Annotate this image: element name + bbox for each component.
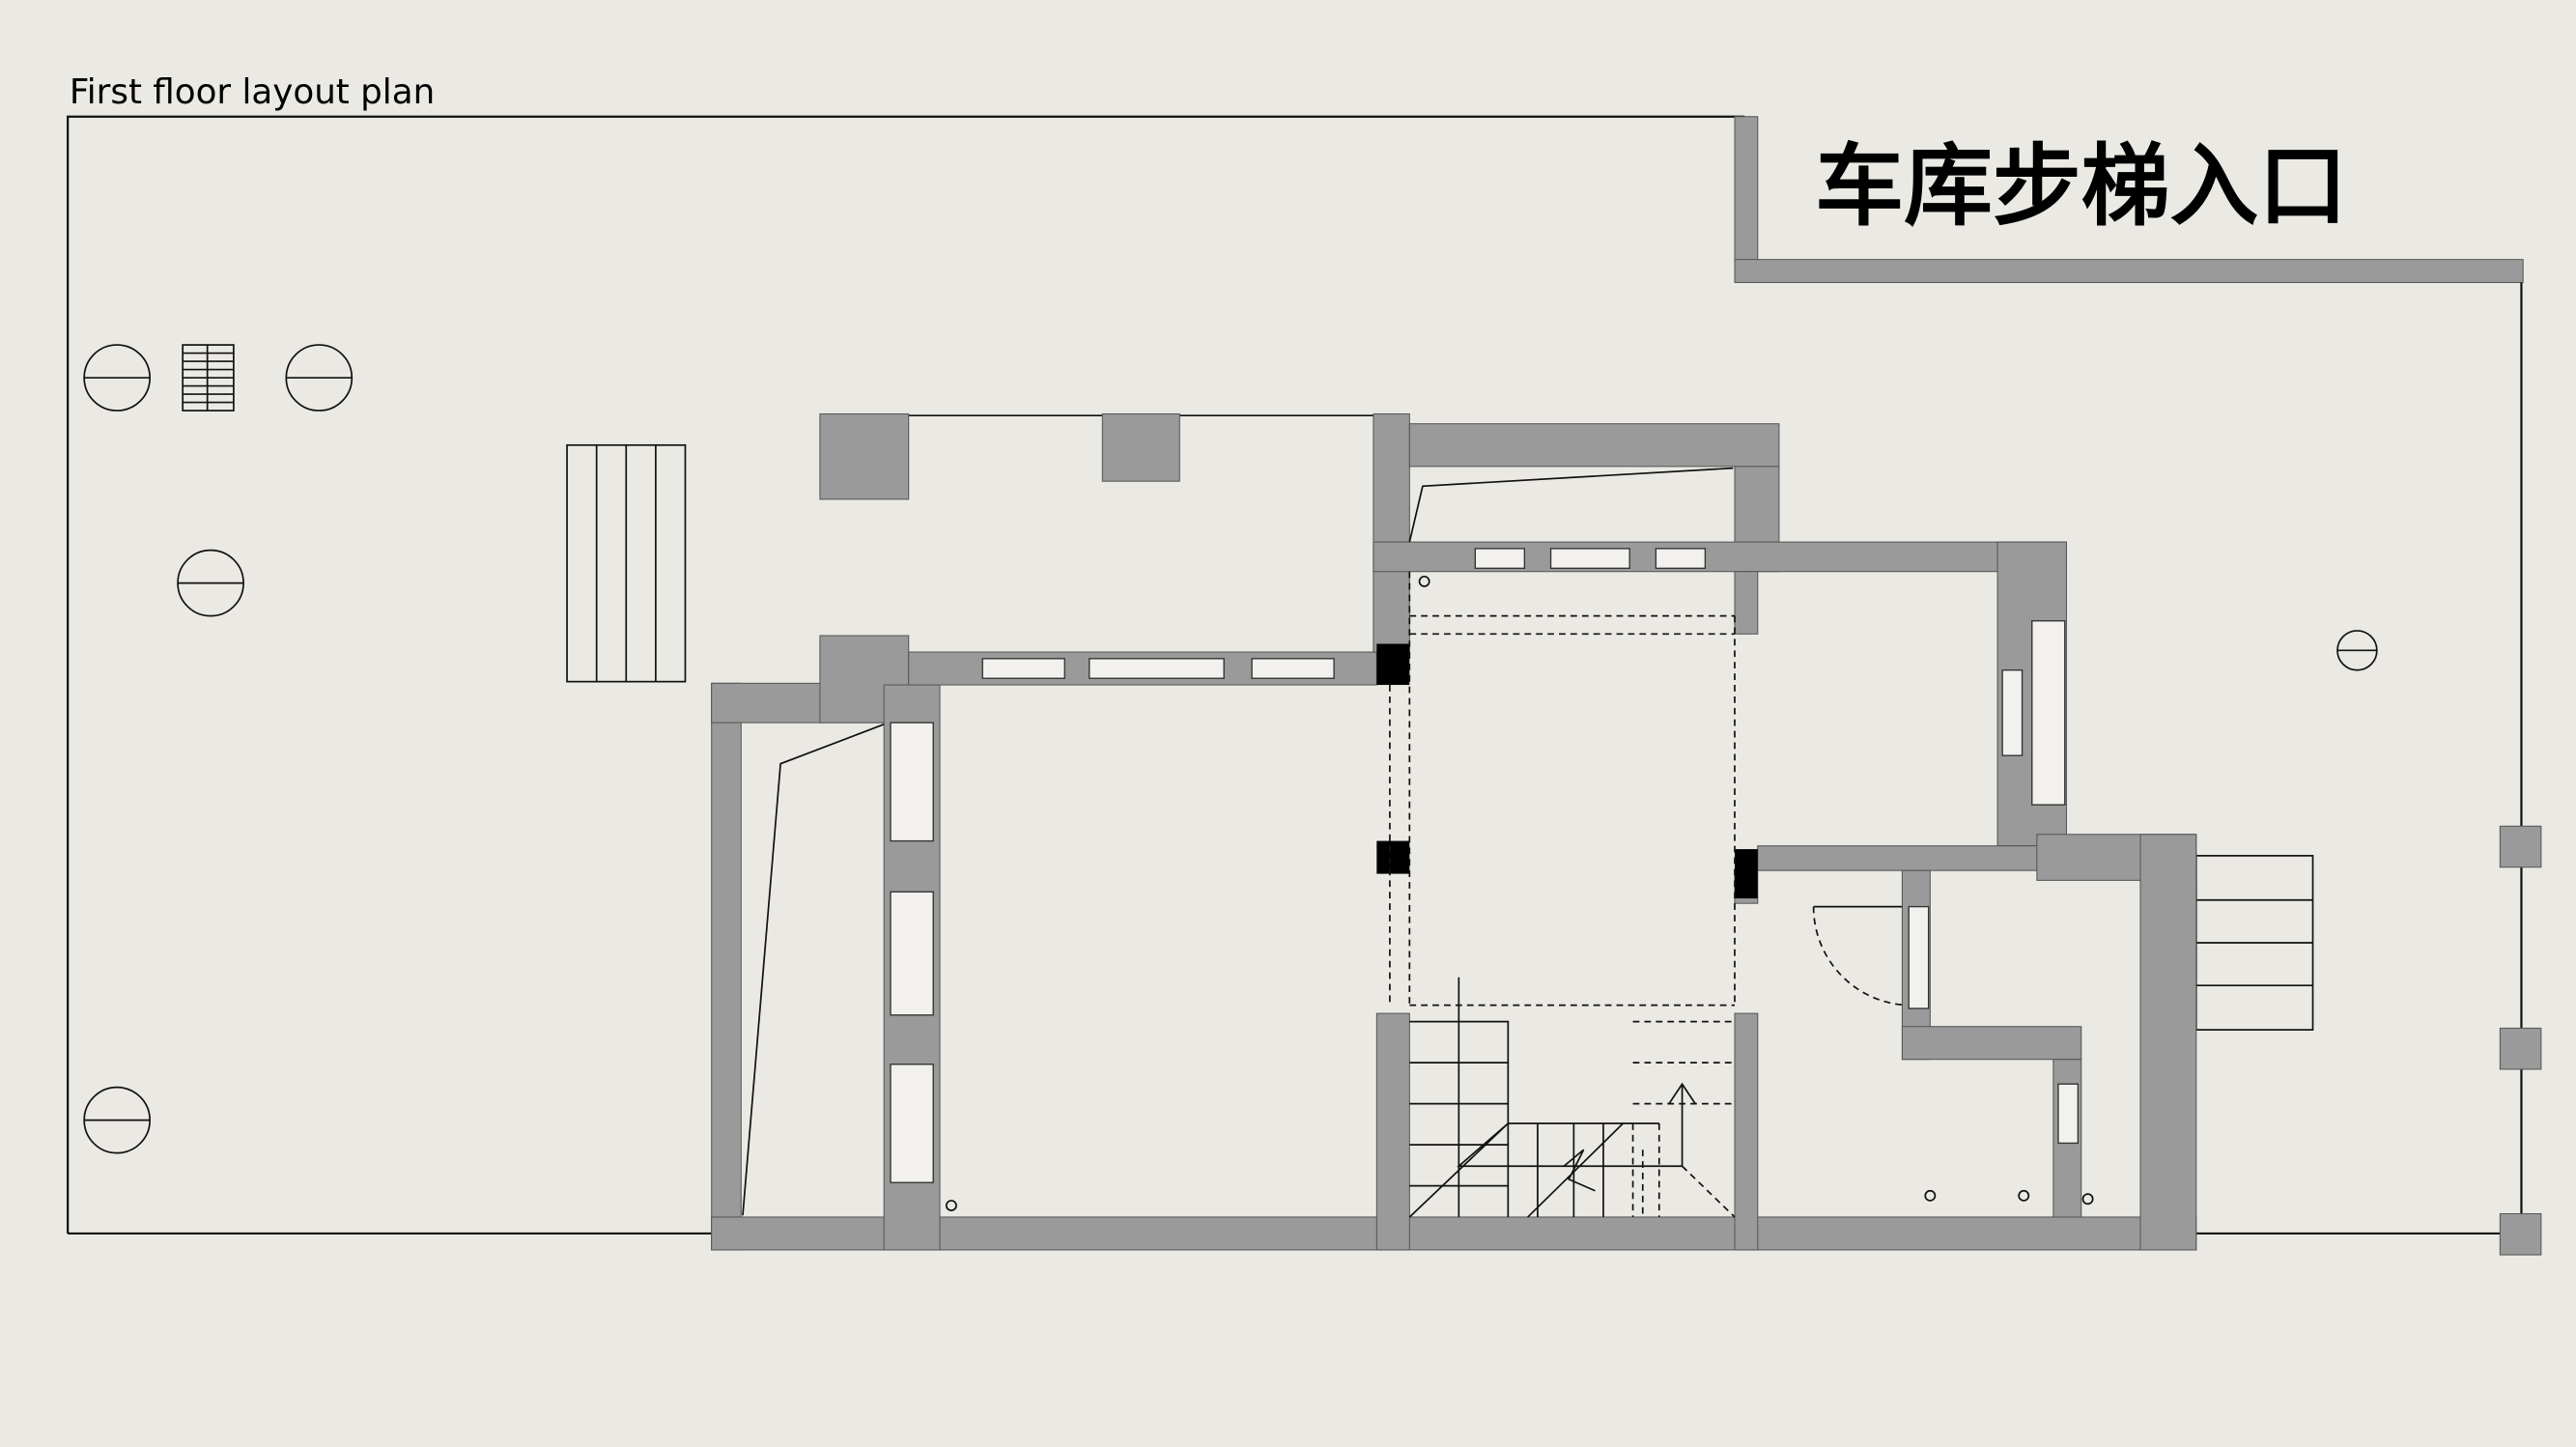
terrace [819,412,1373,500]
floor-drain-icons [945,575,2094,1212]
boundary-post [2499,1213,2542,1256]
paving-grid-icon [182,344,235,411]
lamp-icon [83,344,152,411]
walls [711,412,2197,1251]
up-arrow-icon [1668,1082,1696,1167]
lamp-icon [177,549,244,617]
structural-column [1734,849,1758,899]
garage-stair-entrance-label: 车库步梯入口 [1815,134,2347,238]
steps-left [566,443,687,683]
lamp-icon [83,1086,152,1154]
plan-title: First floor layout plan [70,72,435,112]
boundary-post [2499,825,2542,868]
lamp-icon [285,344,354,411]
door-swing [1812,905,1906,1007]
steps-right [2194,855,2314,1031]
staircase [1408,977,1736,1218]
lamp-icon [2336,630,2378,671]
structural-column [1376,643,1410,686]
void-outline [1389,571,1736,1007]
landscape-symbols [83,344,2378,1154]
windows [890,548,2080,1183]
site-boundary [67,115,2542,1256]
structural-column [1376,840,1410,874]
boundary-post [2499,1027,2542,1070]
cabinet-outline [742,467,1734,1216]
